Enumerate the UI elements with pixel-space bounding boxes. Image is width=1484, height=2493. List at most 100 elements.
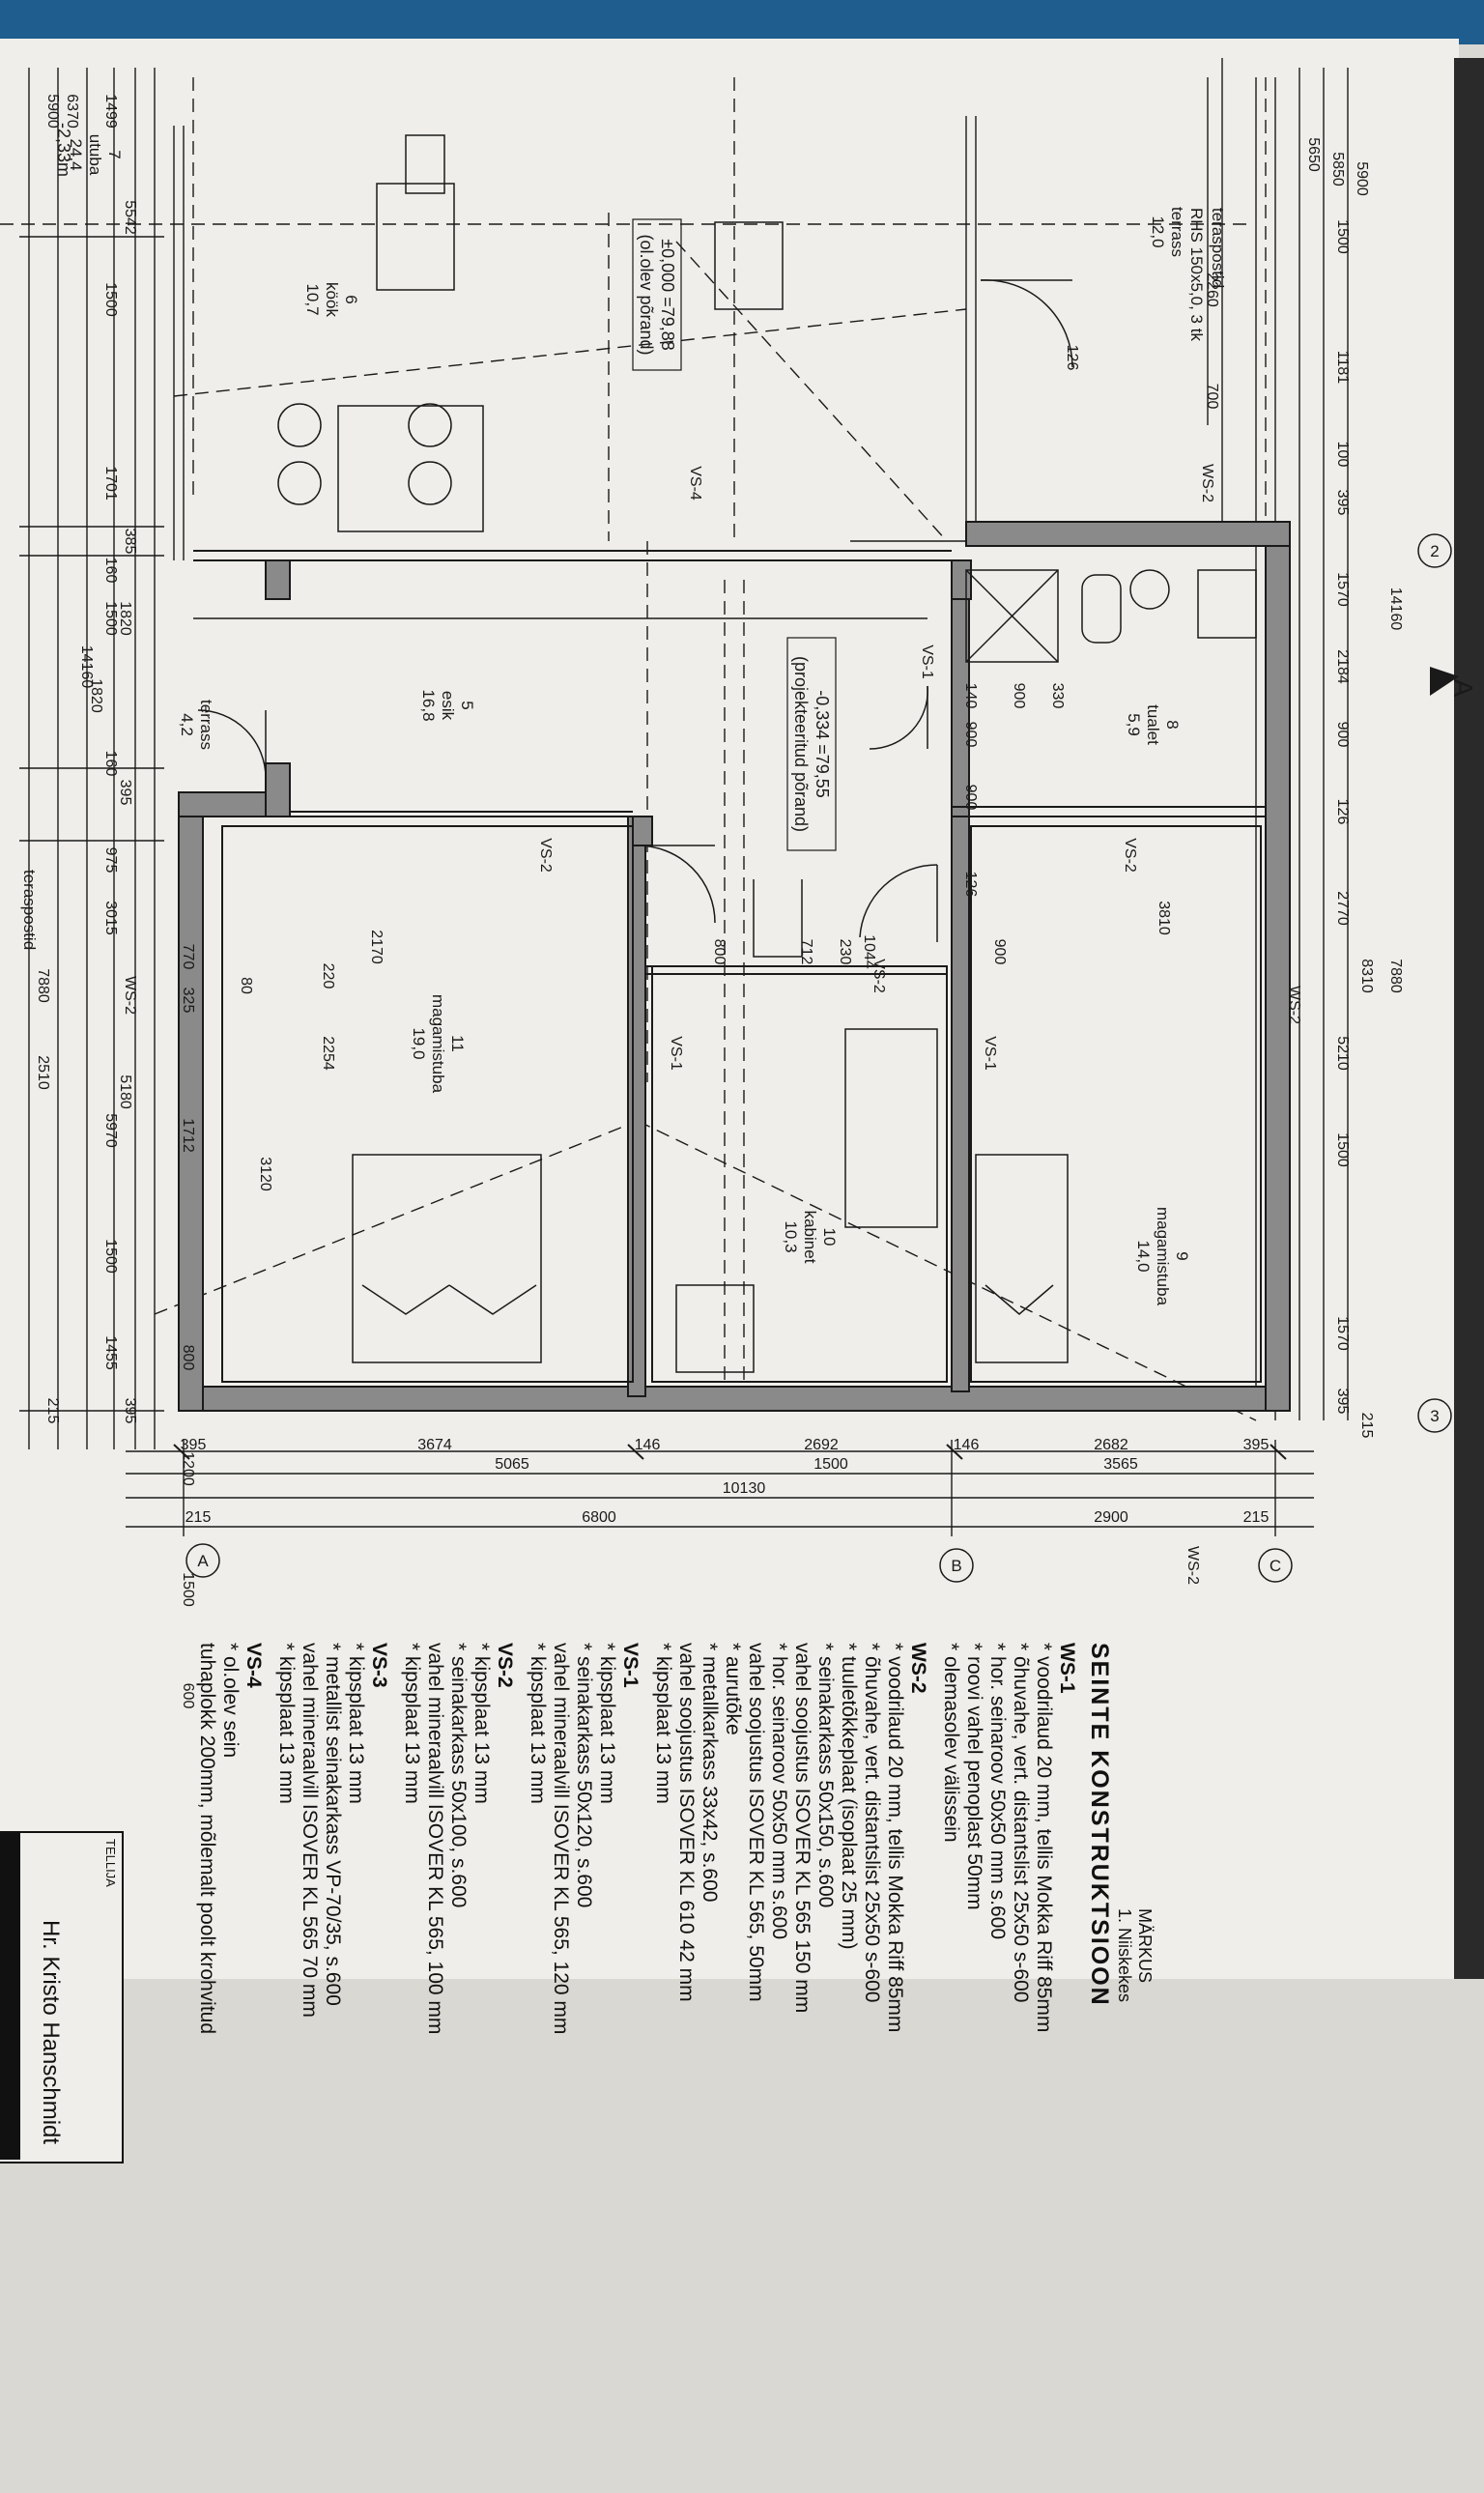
svg-text:teraspostid: teraspostid [1209, 208, 1227, 288]
dimension-label-top: 395 [1334, 490, 1351, 516]
post-note-north: teraspostid RHS 150x5,0, 3 tk [1187, 208, 1227, 341]
dimension-label-top: 1500 [1334, 219, 1351, 254]
grid-label-c: C [1270, 1557, 1281, 1575]
dimension-label-top: 126 [1334, 799, 1351, 825]
legend-ws1-lines: * voodrilaud 20 mm, tellis Mokka Riff 85… [939, 1643, 1055, 2493]
dimension-label-bottom: 975 [102, 847, 119, 874]
legend-ws2-line: * tuuletõkkeplaat (isoplaat 25 mm) [838, 1643, 860, 1950]
dimension-label-interior: 230 [837, 939, 853, 965]
dimension-label-top: 7880 [1387, 959, 1404, 993]
dimension-label-bottom: 5970 [102, 1113, 119, 1148]
dimension-label-bottom: 1499 [102, 94, 119, 129]
dimension-label-top: 395 [1334, 1389, 1351, 1415]
wall-type-tag: WS-2 [1199, 464, 1215, 502]
remarks-title: MÄRKUS [1135, 1908, 1155, 1984]
dimension-lines-left [19, 68, 164, 1449]
dims-top: 5900585056501500118110039515702184900126… [1204, 137, 1404, 1438]
dimension-label-bottom: 1200 [180, 1451, 196, 1486]
legend-ws2-line: * voodrilaud 20 mm, tellis Mokka Riff 85… [884, 1643, 906, 2033]
svg-text:RHS 150x5,0, 3 tk: RHS 150x5,0, 3 tk [1187, 208, 1206, 341]
dimension-label-interior: 712 [798, 939, 814, 965]
dimension-label-overall: 5065 [495, 1456, 529, 1473]
wall-type-tag: VS-2 [870, 959, 887, 993]
dimension-label-interior: 900 [1011, 683, 1027, 709]
dimension-label-top: 2260 [1204, 272, 1220, 307]
dimension-label-bottom: 395 [122, 1398, 138, 1424]
dimension-label-bottom: 7880 [35, 968, 51, 1003]
svg-text:19,0: 19,0 [410, 1027, 428, 1059]
dimension-label-bottom: 160 [102, 558, 119, 584]
dimension-label-interior: 900 [962, 785, 979, 811]
legend-vs3-line: * metallist seinakarkass VP-70/35, s.600 [322, 1643, 344, 2006]
dimension-label-bottom: 1500 [102, 1239, 119, 1274]
legend-vs4-line: * ol.olev sein [219, 1643, 242, 1759]
level-existing: ±0,000 =79,88(ol.olev põrand) [632, 218, 682, 371]
dimension-label-top: 8310 [1358, 959, 1375, 993]
wall-tags: WS-2VS-4VS-1VS-2VS-2VS-2VS-1VS-1WS-2WS-2… [122, 464, 1302, 1585]
dimension-label-overall: 146 [635, 1437, 661, 1453]
dimension-label-bottom: 1500 [102, 282, 119, 317]
svg-text:magamistuba: magamistuba [1154, 1207, 1172, 1306]
svg-text:5,9: 5,9 [1125, 713, 1143, 736]
svg-text:-0,334 =79,55: -0,334 =79,55 [813, 690, 832, 798]
svg-text:10,3: 10,3 [782, 1220, 800, 1252]
dimension-label-bottom: 1820 [117, 601, 133, 636]
grid-label-b: B [951, 1557, 961, 1575]
dimension-label-top: 5900 [1354, 161, 1370, 196]
svg-text:14,0: 14,0 [1134, 1240, 1153, 1272]
dimension-label-bottom: 2510 [35, 1055, 51, 1090]
dimension-label-bottom: 395 [117, 780, 133, 806]
legend-vs3-line: * kipsplaat 13 mm [345, 1643, 367, 1804]
wall-type-tag: WS-2 [122, 976, 138, 1015]
title-block-client: Hr. Kristo Hanschmidt [38, 1920, 64, 2145]
legend-ws2-title: WS-2 [907, 1643, 929, 1694]
legend-ws1-line: * õhuvahe, vert. distantslist 25x50 s-60… [1010, 1643, 1032, 2003]
svg-text:köök: köök [323, 282, 341, 317]
dimension-label-interior: 800 [711, 939, 728, 965]
legend-ws2-line: * aurutõke [722, 1643, 744, 1735]
wall-type-tag: VS-1 [668, 1036, 684, 1071]
legend-ws1-title: WS-1 [1056, 1643, 1078, 1694]
dimension-label-top: 100 [1334, 442, 1351, 468]
legend-ws2-line: * õhuvahe, vert. distantslist 25x50 s-60… [861, 1643, 883, 2003]
legend-ws1-line: * hor. seinaroov 50x50 mm s.600 [986, 1643, 1009, 1940]
sheet-dark-edge [1454, 58, 1484, 1979]
blue-background-band [0, 0, 1484, 44]
kitchen-fixtures [277, 134, 784, 532]
wall-type-tag: VS-2 [537, 838, 554, 873]
dimension-label-bottom: 14160 [78, 645, 95, 689]
post-note-south: teraspostid [20, 870, 39, 950]
grid-bubble-b [939, 1548, 974, 1583]
dimension-label-bottom: 6370 [64, 94, 80, 129]
dimension-label-top: 1500 [1334, 1132, 1351, 1167]
dimension-label-bottom: 1820 [88, 678, 104, 713]
svg-text:4,2: 4,2 [178, 713, 196, 736]
section-label-a: A [1448, 679, 1478, 698]
dimension-label-bottom: 160 [102, 751, 119, 777]
dimension-label-bottom: 770 [180, 944, 196, 970]
legend-ws2-line: vahel soojustus ISOVER KL 565, 50mm [745, 1643, 767, 2002]
wall-type-tag: VS-1 [919, 645, 935, 679]
dimension-label-bottom: 1712 [180, 1118, 196, 1153]
dimension-label-bottom: 5900 [44, 94, 61, 129]
svg-text:terrass: terrass [197, 700, 215, 750]
dimension-label-top: 5210 [1334, 1036, 1351, 1071]
dimension-label-overall: 215 [186, 1509, 212, 1526]
legend-vs2-lines: * kipsplaat 13 mm* seinakarkass 50x100, … [400, 1643, 493, 2493]
dimension-label-bottom: 3015 [102, 901, 119, 935]
legend-wall-constructions: SEINTE KONSTRUKTSIOON WS-1 * voodrilaud … [196, 1643, 1113, 2493]
dimension-label-interior: 126 [962, 872, 979, 898]
legend-ws2-line: * seinakarkass 50x150, s.600 [814, 1643, 837, 1908]
legend-vs1-line: * seinakarkass 50x120, s.600 [573, 1643, 595, 1908]
dimension-label-bottom: 2254 [320, 1036, 336, 1071]
grid-bubble-c [1258, 1548, 1293, 1583]
grid-bubble-a [186, 1543, 220, 1578]
post-notes: teraspostid RHS 150x5,0, 3 tk terasposti… [20, 208, 1227, 950]
